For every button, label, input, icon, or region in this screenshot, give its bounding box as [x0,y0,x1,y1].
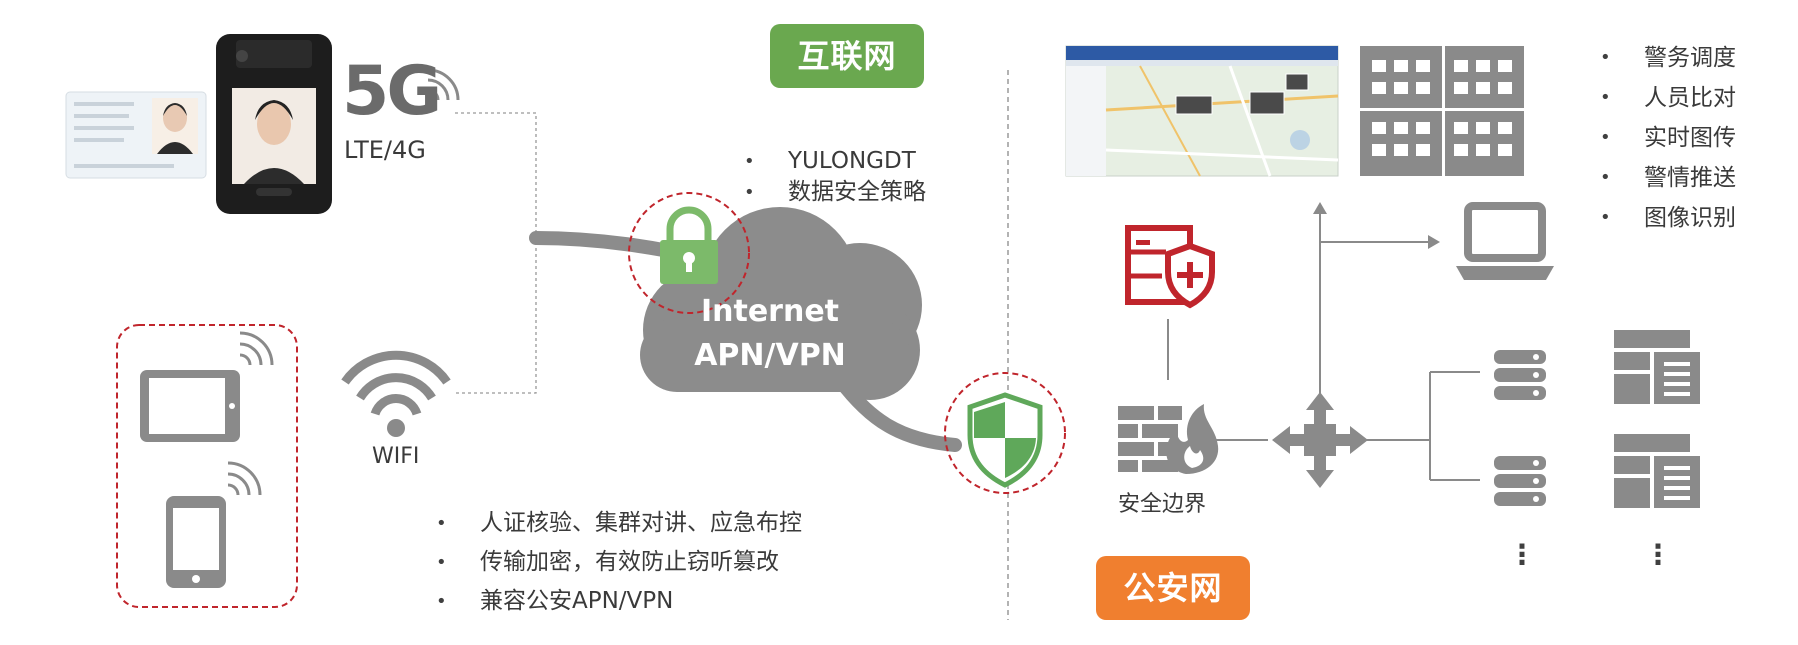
security-boundary-label: 安全边界 [1118,492,1207,517]
application-bullet-item: 人员比对 [1598,78,1736,118]
phone-icon [166,461,262,588]
rack-ellipsis: ⋮ [1644,538,1672,571]
wifi-icon [341,350,451,437]
video-wall-icon [1360,46,1524,176]
access-connector-lines [455,112,537,394]
hub-connector-lines [1167,212,1480,481]
network-hub-icon [1272,392,1368,488]
lock-icon [628,192,750,314]
laptop-icon [1456,202,1554,280]
policy-bullet-list: YULONGDT 数据安全策略 [742,146,926,208]
internet-badge: 互联网 [770,24,924,88]
fiveg-label: 5G [342,52,442,131]
server-shield-icon [1125,225,1215,309]
feature-bullet-item: 传输加密，有效防止窃听篡改 [434,543,802,582]
feature-bullet-item: 兼容公安APN/VPN [434,582,802,621]
cloud-label-apn: APN/VPN [694,338,846,373]
application-bullet-item: 图像识别 [1598,198,1736,238]
firewall-icon [1118,404,1219,474]
lte-label: LTE/4G [344,136,426,164]
server-icon [1494,350,1546,506]
cloud-label-internet: Internet [700,294,840,329]
cloud-icon [640,207,922,400]
tablet-icon [140,331,274,442]
arrowheads [1313,202,1440,249]
policy-bullet-item: YULONGDT [742,146,926,177]
policy-bullet-item: 数据安全策略 [742,177,926,208]
feature-bullet-item: 人证核验、集群对讲、应急布控 [434,504,802,543]
application-bullet-list: 警务调度 人员比对 实时图传 警情推送 图像识别 [1598,38,1736,238]
application-bullet-item: 实时图传 [1598,118,1736,158]
shield-icon [944,372,1066,494]
rack-icon [1614,330,1700,508]
signal-icon [427,68,460,101]
body-camera-icon [216,34,332,214]
terminal-group-box [116,324,298,608]
application-bullet-item: 警务调度 [1598,38,1736,78]
application-bullet-item: 警情推送 [1598,158,1736,198]
id-card-icon [65,91,207,179]
police-network-badge: 公安网 [1096,556,1250,620]
server-ellipsis: ⋮ [1508,538,1536,571]
wifi-label: WIFI [372,444,420,469]
dashboard-screenshot-icon [1065,45,1339,177]
feature-bullet-list: 人证核验、集群对讲、应急布控 传输加密，有效防止窃听篡改 兼容公安APN/VPN [434,504,802,621]
